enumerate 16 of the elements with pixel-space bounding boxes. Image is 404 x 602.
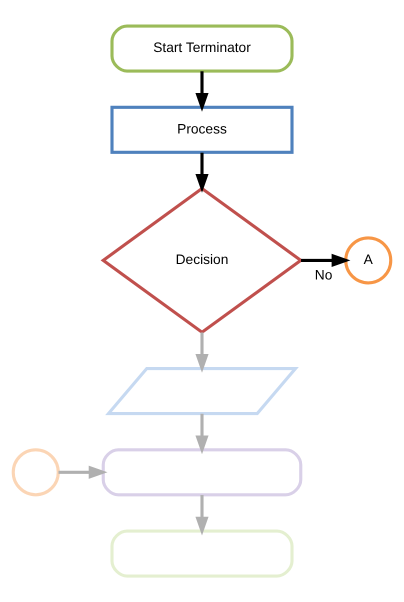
- node-box: [102, 448, 302, 496]
- arrow: [195, 152, 209, 193]
- node-circle: [12, 448, 60, 496]
- arrow: [195, 414, 209, 454]
- node-box: Process: [110, 106, 294, 154]
- node-diamond: Decision: [100, 186, 304, 334]
- arrow: [58, 466, 108, 479]
- node-oval: [110, 529, 294, 578]
- node-box: Start Terminator: [110, 24, 294, 73]
- node-parallelogram: [105, 366, 299, 416]
- arrow: [195, 495, 209, 536]
- node-circle: A: [344, 236, 392, 284]
- arrow: [301, 254, 350, 267]
- arrow: [195, 332, 209, 373]
- edge-label: No: [314, 268, 332, 283]
- arrow: [195, 71, 209, 112]
